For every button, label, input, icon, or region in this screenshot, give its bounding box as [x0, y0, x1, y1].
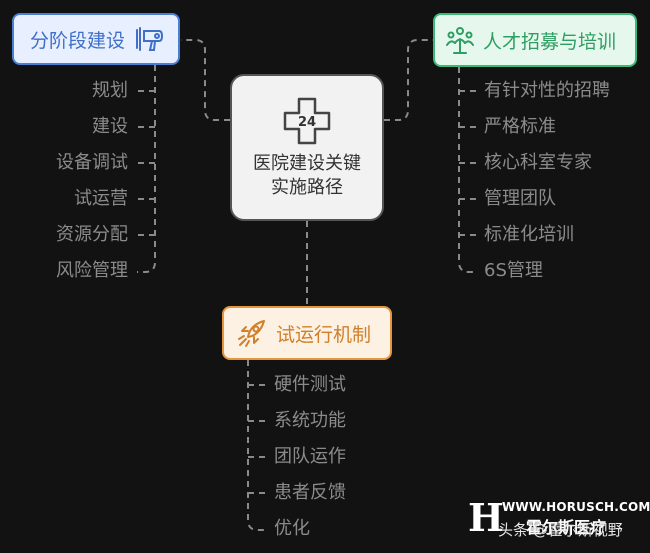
rocket-icon	[238, 320, 265, 347]
trial-item-hardware-test[interactable]: 硬件测试	[274, 374, 346, 395]
team-icon	[446, 27, 474, 54]
phased-item-resource-allocation[interactable]: 资源分配	[56, 224, 128, 245]
talent-item-standard-training[interactable]: 标准化培训	[484, 224, 574, 245]
hospital-icon-text: 24	[298, 115, 316, 130]
branch-talent-recruitment[interactable]: 人才招募与培训	[433, 13, 637, 67]
branch-talent-label: 人才招募与培训	[483, 30, 617, 53]
phased-item-construction[interactable]: 建设	[92, 116, 128, 137]
watermark-url: WWW.HORUSCH.COM	[502, 500, 650, 514]
phased-item-equipment-debug[interactable]: 设备调试	[56, 152, 128, 173]
hairdryer-icon	[136, 27, 164, 51]
phased-item-risk-management[interactable]: 风险管理	[56, 260, 128, 281]
trial-item-team-operation[interactable]: 团队运作	[274, 446, 346, 467]
watermark-overlay: 头条 @霍尔斯视野	[498, 521, 623, 539]
watermark-logo: H	[468, 495, 504, 540]
center-node[interactable]: 24 医院建设关键实施路径	[230, 74, 384, 221]
trial-item-patient-feedback[interactable]: 患者反馈	[274, 482, 346, 503]
talent-item-strict-standards[interactable]: 严格标准	[484, 116, 556, 137]
talent-item-core-dept-experts[interactable]: 核心科室专家	[484, 152, 592, 173]
trial-item-system-function[interactable]: 系统功能	[274, 410, 346, 431]
talent-item-targeted-hiring[interactable]: 有针对性的招聘	[484, 80, 610, 101]
branch-trial-operation[interactable]: 试运行机制	[222, 306, 392, 360]
phased-item-trial-run[interactable]: 试运营	[74, 188, 128, 209]
branch-trial-label: 试运行机制	[276, 323, 372, 346]
trial-item-optimization[interactable]: 优化	[274, 518, 310, 539]
watermark: H WWW.HORUSCH.COM 霍尔斯医疗 头条 @霍尔斯视野	[468, 495, 650, 546]
center-title: 医院建设关键实施路径	[253, 152, 361, 198]
phased-item-planning[interactable]: 规划	[92, 80, 128, 101]
talent-item-6s-management[interactable]: 6S管理	[484, 260, 543, 281]
hospital-cross-icon: 24	[283, 97, 331, 144]
watermark-brand: 霍尔斯医疗	[526, 518, 607, 537]
branch-phased-construction[interactable]: 分阶段建设	[12, 13, 180, 65]
branch-phased-label: 分阶段建设	[30, 29, 126, 52]
talent-item-management-team[interactable]: 管理团队	[484, 188, 556, 209]
